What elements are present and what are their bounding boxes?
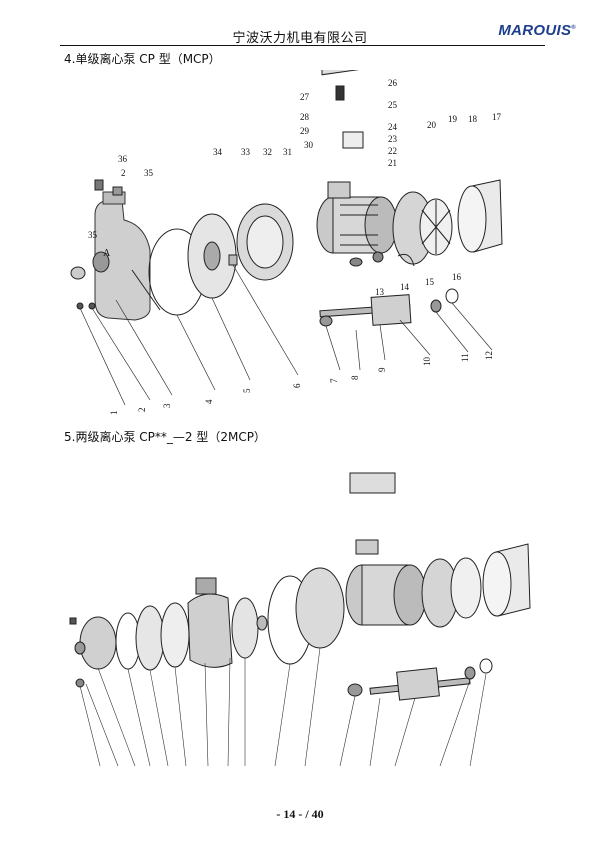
svg-text:A: A: [103, 248, 111, 259]
bracket-2: [295, 567, 345, 649]
svg-text:16: 16: [452, 272, 462, 282]
front-cover: [69, 616, 117, 688]
svg-text:28: 28: [300, 112, 310, 122]
svg-text:20: 20: [427, 120, 437, 130]
svg-text:27: 27: [300, 92, 310, 102]
section5-title: 5.两级离心泵 CP**_—2 型（2MCP）: [64, 430, 266, 444]
svg-text:18: 18: [468, 114, 478, 124]
svg-text:19: 19: [448, 114, 458, 124]
fan-2: [450, 557, 482, 619]
terminal-cover-2: [349, 472, 396, 494]
svg-text:31: 31: [283, 147, 292, 157]
svg-text:22: 22: [388, 146, 397, 156]
svg-text:13: 13: [375, 287, 385, 297]
pump-body: [187, 577, 233, 668]
svg-text:23: 23: [388, 134, 398, 144]
svg-text:34: 34: [213, 147, 223, 157]
two-stage-exploded-diagram: [0, 448, 600, 783]
svg-text:4: 4: [204, 399, 214, 404]
header-rule: [60, 45, 545, 46]
svg-text:10: 10: [422, 357, 432, 367]
cp-exploded-diagram: A: [0, 70, 600, 425]
callout-leaders: [79, 264, 493, 406]
svg-text:6: 6: [292, 383, 302, 388]
capacitor: [342, 131, 364, 149]
mechanical-seal: [228, 254, 238, 266]
pump-casing: A: [92, 191, 161, 321]
registered-mark: ®: [571, 25, 576, 31]
svg-text:36: 36: [118, 154, 128, 164]
motor-housing-2: [345, 539, 427, 626]
seal-2: [256, 615, 268, 631]
svg-text:9: 9: [377, 367, 387, 372]
svg-text:32: 32: [263, 147, 272, 157]
page-header: 宁波沃力机电有限公司 MAROUIS®: [0, 0, 600, 46]
svg-text:2: 2: [137, 408, 147, 413]
svg-text:26: 26: [388, 78, 398, 88]
svg-text:35: 35: [88, 230, 98, 240]
svg-text:24: 24: [388, 122, 398, 132]
svg-text:21: 21: [388, 158, 397, 168]
brand-logo: MAROUIS®: [498, 22, 576, 39]
svg-text:17: 17: [492, 112, 502, 122]
motor-housing: [316, 181, 398, 254]
svg-text:25: 25: [388, 100, 398, 110]
svg-text:30: 30: [304, 140, 314, 150]
company-name: 宁波沃力机电有限公司: [232, 31, 368, 46]
svg-text:1: 1: [109, 411, 119, 416]
svg-text:8: 8: [350, 375, 360, 380]
brand-logo-text: MAROUIS: [498, 22, 572, 39]
impeller-2: [231, 597, 259, 659]
diffuser: [160, 602, 190, 668]
svg-text:35: 35: [144, 168, 154, 178]
small-fittings: [70, 179, 123, 310]
impeller-1: [135, 605, 165, 671]
svg-text:5: 5: [242, 388, 252, 393]
rotor-shaft: [319, 288, 459, 327]
svg-text:2: 2: [121, 168, 126, 178]
page-number: - 14 - / 40: [276, 807, 324, 821]
svg-text:33: 33: [241, 147, 251, 157]
svg-text:11: 11: [460, 353, 470, 362]
top-callouts: 36 2 35 35 34 33 32 31 30 29 28 27 26 25…: [88, 78, 502, 297]
svg-text:12: 12: [484, 351, 494, 360]
svg-text:15: 15: [425, 277, 435, 287]
svg-text:29: 29: [300, 126, 310, 136]
section4-title: 4.单级离心泵 CP 型（MCP）: [64, 52, 221, 66]
screw: [335, 85, 345, 101]
bottom-callouts: 1 2 3 4 5 6 7 8 9 10 11 12: [109, 351, 494, 415]
svg-text:14: 14: [400, 282, 410, 292]
svg-text:7: 7: [329, 378, 339, 383]
callout-leaders-2: [79, 647, 487, 767]
svg-text:3: 3: [162, 403, 172, 408]
rotor-shaft-2: [347, 658, 493, 701]
terminal-box-cover: [321, 70, 367, 76]
